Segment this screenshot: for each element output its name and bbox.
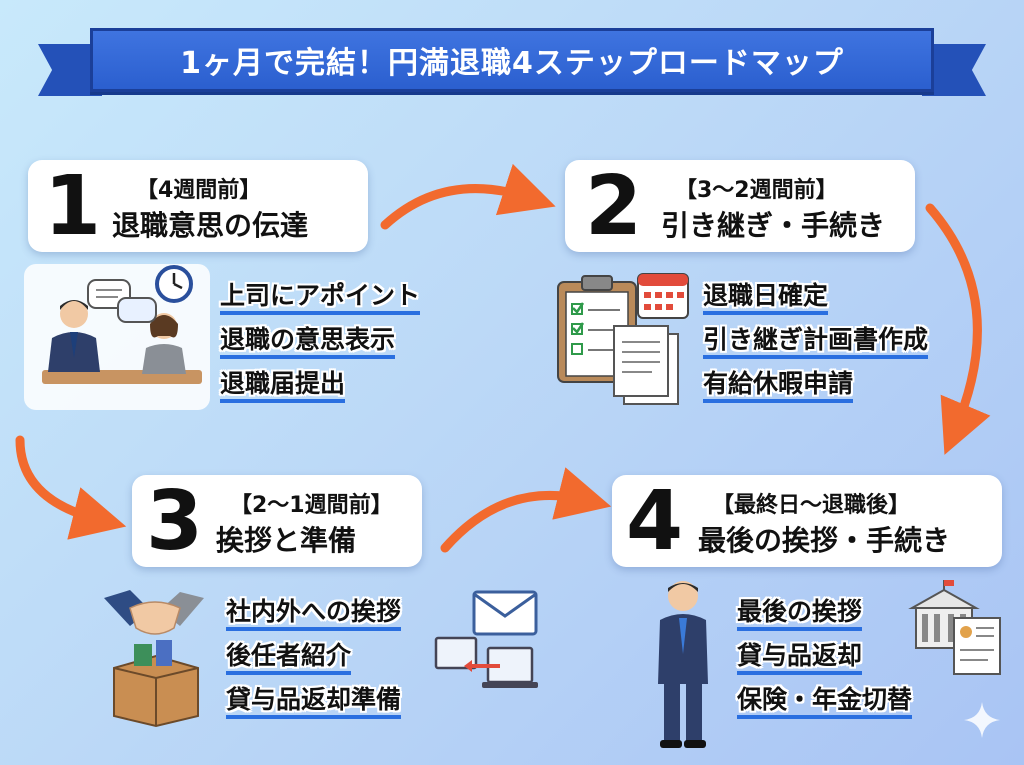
step-timing: 【2〜1週間前】 [230,493,393,518]
step-number: 1 [44,159,102,254]
step1-item-2: 退職の意思表示 [220,320,396,359]
bowing-person-icon [658,581,708,748]
step-title: 退職意思の伝達 [112,209,309,242]
step-timing: 【最終日〜退職後】 [712,493,911,518]
step-card-1: 1 【4週間前】 退職意思の伝達 [28,160,368,252]
clock-icon [155,265,193,303]
speech-bubbles-icon [87,279,157,323]
step2-item-1: 退職日確定 [703,276,829,315]
box-icon [113,640,199,728]
clipboard-checklist-icon [557,273,689,405]
step4-item-3: 保険・年金切替 [737,680,913,719]
step-card-4: 4 【最終日〜退職後】 最後の挨拶・手続き [612,475,1002,567]
step2-item-3: 有給休暇申請 [703,364,854,403]
step-number: 4 [626,474,684,569]
meeting-people-icon [24,264,210,410]
step1-item-1: 上司にアポイント [220,276,421,315]
sparkle-icon [964,702,1000,738]
step4-item-2: 貸与品返却 [737,636,863,675]
computer-transfer-icon [434,636,538,688]
step-title: 最後の挨拶・手続き [698,524,951,557]
arrow-step3-to-step4 [440,467,612,553]
step-number: 3 [146,474,204,569]
documents-icon [613,325,679,405]
step2-item-2: 引き継ぎ計画書作成 [703,320,929,359]
arrow-step1-to-step2 [380,163,556,230]
arrow-step2-to-step4 [925,203,991,455]
step4-item-1: 最後の挨拶 [737,592,863,631]
title-banner: 1ヶ月で完結！円満退職4ステップロードマップ [90,28,934,92]
step3-item-1: 社内外への挨拶 [226,592,402,631]
step1-item-3: 退職届提出 [220,364,346,403]
step-title: 挨拶と準備 [216,524,357,557]
step-card-3: 3 【2〜1週間前】 挨拶と準備 [132,475,422,567]
id-document-icon [953,617,1001,675]
envelope-icon [434,590,538,688]
step-number: 2 [585,159,643,254]
calendar-icon [637,273,689,319]
step-timing: 【3〜2週間前】 [675,178,838,203]
handshake-icon [104,590,204,728]
step-title: 引き継ぎ・手続き [661,209,886,242]
step-card-2: 2 【3〜2週間前】 引き継ぎ・手続き [565,160,915,252]
step3-item-3: 貸与品返却準備 [226,680,402,719]
arrow-step1-to-step3 [15,435,127,540]
step-timing: 【4週間前】 [136,178,262,203]
government-building-icon [908,580,1001,675]
page-title: 1ヶ月で完結！円満退職4ステップロードマップ [180,46,844,81]
step3-item-2: 後任者紹介 [226,636,352,675]
